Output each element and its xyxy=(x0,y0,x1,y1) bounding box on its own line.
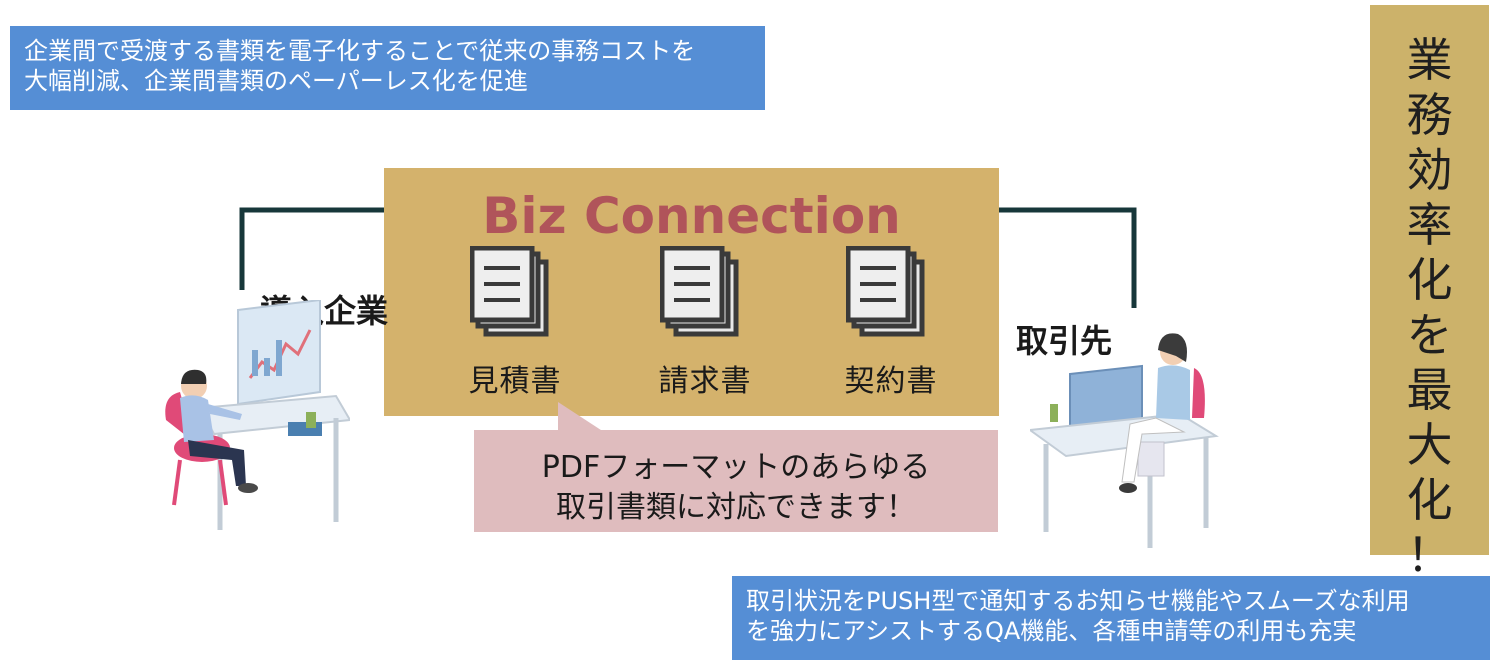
slogan-char: 効 xyxy=(1406,143,1453,197)
document-stack-icon xyxy=(660,246,739,337)
top-description-line-2: 大幅削減、企業間書類のペーパーレス化を促進 xyxy=(24,67,528,95)
bottom-description-line-1: 取引状況をPUSH型で通知するお知らせ機能やスムーズな利用 xyxy=(746,587,1410,615)
partner-label: 取引先 xyxy=(1016,322,1113,360)
document-estimate: 見積書 xyxy=(460,246,570,399)
biz-connection-platform: Biz Connection 見積書 請求書 xyxy=(384,168,999,416)
company-worker-illustration xyxy=(165,300,350,530)
top-description-line-1: 企業間で受渡する書類を電子化することで従来の事務コストを xyxy=(24,37,696,65)
document-stack-icon xyxy=(470,246,549,337)
slogan-char: 務 xyxy=(1406,88,1453,142)
slogan-char: 率 xyxy=(1406,198,1453,252)
slogan-char: 大 xyxy=(1406,418,1453,472)
callout-tail xyxy=(558,402,604,432)
slogan-char: ！ xyxy=(1406,528,1453,582)
document-label: 請求書 xyxy=(658,364,752,399)
document-label: 契約書 xyxy=(844,364,938,399)
slogan-char: 最 xyxy=(1406,363,1453,417)
partner-worker-illustration xyxy=(1030,333,1219,548)
slogan-char: 業 xyxy=(1406,33,1453,87)
slogan-char: 化 xyxy=(1406,253,1453,307)
document-label: 見積書 xyxy=(468,364,562,399)
pdf-support-callout xyxy=(474,430,998,532)
slogan-char: 化 xyxy=(1406,473,1453,527)
document-invoice: 請求書 xyxy=(650,246,760,399)
callout-line-2: 取引書類に対応できます！ xyxy=(556,490,916,525)
bottom-description-box: 取引状況をPUSH型で通知するお知らせ機能やスムーズな利用 を強力にアシストする… xyxy=(732,576,1490,660)
slogan-char: を xyxy=(1406,308,1453,362)
callout-line-1: PDFフォーマットのあらゆる xyxy=(541,450,931,485)
top-description-box: 企業間で受渡する書類を電子化することで従来の事務コストを 大幅削減、企業間書類の… xyxy=(10,26,765,110)
document-contract: 契約書 xyxy=(836,246,946,399)
company-to-platform-arrow xyxy=(239,190,455,290)
bottom-description-line-2: を強力にアシストするQA機能、各種申請等の利用も充実 xyxy=(746,617,1357,645)
pdf-support-callout-text: PDFフォーマットのあらゆる 取引書類に対応できます！ xyxy=(474,448,998,528)
efficiency-slogan: 業 務 効 率 化 を 最 大 化 ！ xyxy=(1370,5,1489,582)
document-stack-icon xyxy=(846,246,925,337)
partner-to-platform-arrow xyxy=(917,190,1137,308)
platform-title: Biz Connection xyxy=(482,187,901,245)
